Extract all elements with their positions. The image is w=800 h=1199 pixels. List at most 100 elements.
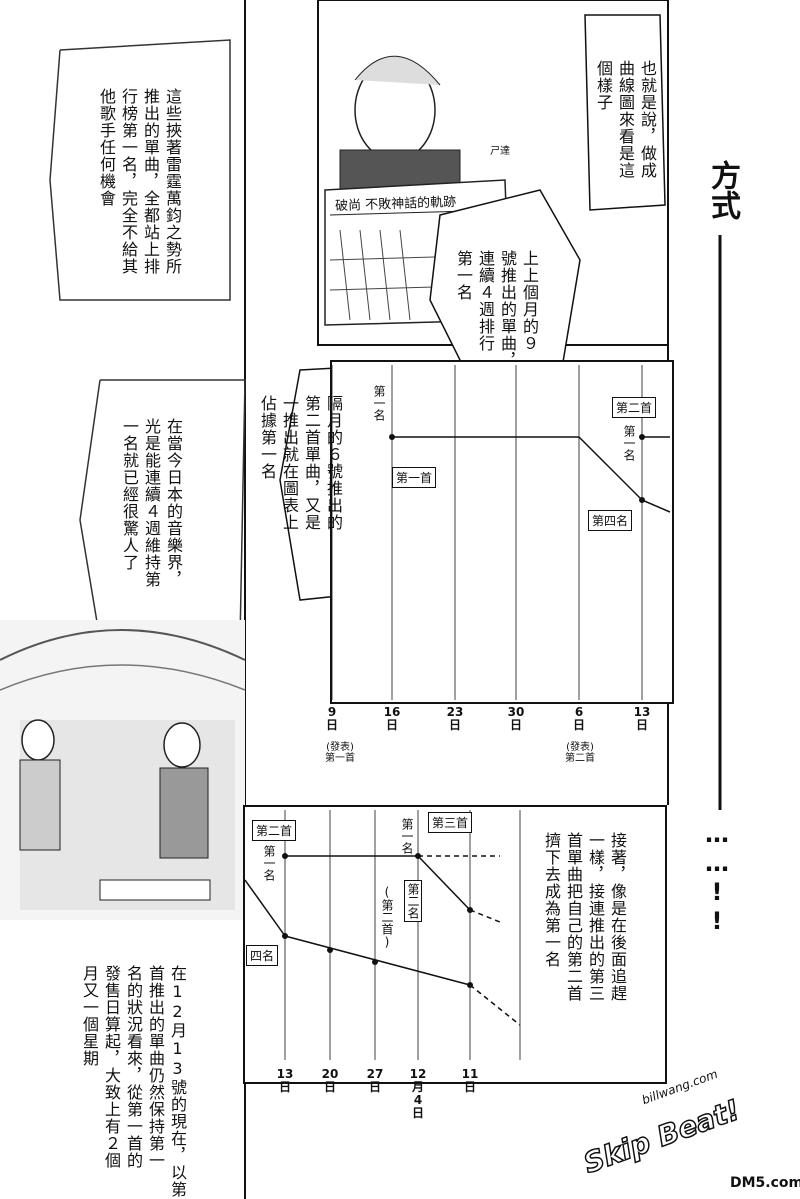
bot-third-song-label: 第三首 [428, 812, 473, 833]
bubble-line: 行榜第一名，完全不給其 [119, 88, 138, 275]
bubble-line: 第二首單曲，又是 [302, 395, 321, 531]
top-rank4-label: 第四名 [588, 510, 633, 531]
top-series-first [641, 499, 671, 513]
release1-note: (發表)第一首 [325, 742, 355, 764]
bubble-line: 月又一個星期 [80, 965, 99, 1067]
tick-part: 日 [368, 1080, 381, 1094]
bubble-line: 擠下去成為第一名 [542, 832, 561, 968]
bubble-line: 光是能連續４週維持第 [142, 418, 161, 588]
bubble-line: 一樣，接連推出的第三 [586, 832, 605, 1002]
bottom-series-first [244, 879, 286, 937]
bubble-bottom-left: 在12月13號的現在，以第三首推出的單曲仍然保持第一名的狀況看來，從第一首的發售… [78, 965, 188, 1199]
bubble-line: 在當今日本的音樂界， [164, 418, 183, 588]
release2-note: (發表)第二首 [565, 742, 595, 764]
watermark-dm5: DM5.com [730, 1175, 800, 1191]
tick-part: 日 [411, 1106, 424, 1120]
bubble-line: 一名就已經很驚人了 [120, 418, 139, 571]
tick-part: 日 [448, 718, 461, 732]
bot-paren-second-label: (第二首) [380, 885, 394, 949]
tick-part: 日 [463, 1080, 476, 1094]
bot-rank1b-label: 第一名 [400, 818, 414, 854]
bubble-line: 上上個月的９ [520, 250, 539, 352]
top-point-first-rank4 [639, 497, 645, 503]
bubble-line: 連續４週排行 [476, 250, 495, 352]
bottom-point [282, 933, 288, 939]
top-rank1b-label: 第一名 [622, 425, 636, 461]
top-point-second [639, 434, 645, 440]
bottom-point [327, 947, 333, 953]
bottom-point [415, 853, 421, 859]
bot-rank2-label: 第二名 [404, 880, 422, 922]
bubble-left-mid: 在當今日本的音樂界，光是能連續４週維持第一名就已經很驚人了 [118, 418, 184, 588]
tick-part: 月 [411, 1080, 424, 1094]
bubble-lower-right: 接著，像是在後面追趕一樣，接連推出的第三首單曲把自己的第二首擠下去成為第一名 [540, 832, 628, 1002]
bubble-line: 也就是說，做成 [638, 60, 657, 179]
bottom-series-second [417, 855, 471, 911]
tick-part: 23 [446, 705, 464, 719]
bot-rank1-label: 第一名 [262, 845, 276, 881]
bubble-top-right: 也就是說，做成曲線圖來看是這個樣子 [592, 60, 658, 179]
tick-part: 12 [409, 1067, 427, 1081]
bottom-point [372, 959, 378, 965]
bubble-line: 這些挾著雷霆萬鈞之勢所 [163, 88, 182, 275]
top-rank1-label: 第一名 [372, 385, 386, 421]
bubble-line: 個樣子 [594, 60, 613, 111]
tick-part: 16 [383, 705, 401, 719]
bubble-line: 一推出就在圖表上 [280, 395, 299, 531]
bubble-line: 他歌手任何機會 [97, 88, 116, 207]
tick-part: 日 [572, 718, 585, 732]
top-second-song-label: 第二首 [612, 397, 657, 418]
chart-bottom-panel [243, 805, 667, 1084]
bottom-point [467, 907, 473, 913]
bubble-line: 發售日算起，大致上有２個 [102, 965, 121, 1169]
tick-part: 日 [385, 718, 398, 732]
bubble-line: 名的狀況看來，從第一首的 [124, 965, 143, 1169]
bubble-line: 第一名 [454, 250, 473, 301]
tick-part: 30 [507, 705, 525, 719]
bubble-line: 號推出的單曲， [498, 250, 517, 369]
bubble-line: 佔據第一名 [258, 395, 277, 480]
top-series-first [578, 436, 643, 501]
top-first-song-label: 第一首 [392, 467, 437, 488]
bot-rank4-label: 四名 [246, 945, 279, 966]
tick-part: 日 [323, 1080, 336, 1094]
title-text: 方式 [705, 160, 740, 220]
bubble-line: 曲線圖來看是這 [616, 60, 635, 179]
bottom-series-first [469, 984, 521, 1026]
tick-part: 9 [327, 705, 337, 719]
bubble-line: 在12月13號的現在，以第三 [168, 965, 187, 1199]
tick-part: 日 [325, 718, 338, 732]
title-tail: ……!! [703, 820, 731, 936]
tick-part: 6 [574, 705, 584, 719]
tick-part: 4 [413, 1093, 423, 1107]
top-point-first [389, 434, 395, 440]
tick-part: 日 [509, 718, 522, 732]
bubble-line: 隔月的６號推出的 [324, 395, 343, 531]
tick-part: 13 [633, 705, 651, 719]
tick-part: 日 [278, 1080, 291, 1094]
board-sfx: ㄕ達 [490, 146, 510, 157]
tick-part: 11 [461, 1067, 479, 1081]
tick-part: 27 [366, 1067, 384, 1081]
bot-second-song-label: 第二首 [252, 820, 297, 841]
bottom-point [467, 982, 473, 988]
tick-part: 13 [276, 1067, 294, 1081]
tick-part: 日 [635, 718, 648, 732]
bubble-line: 首推出的單曲仍然保持第一 [146, 965, 165, 1169]
bubble-line: 首單曲把自己的第二首 [564, 832, 583, 1002]
bubble-line: 接著，像是在後面追趕 [608, 832, 627, 1002]
